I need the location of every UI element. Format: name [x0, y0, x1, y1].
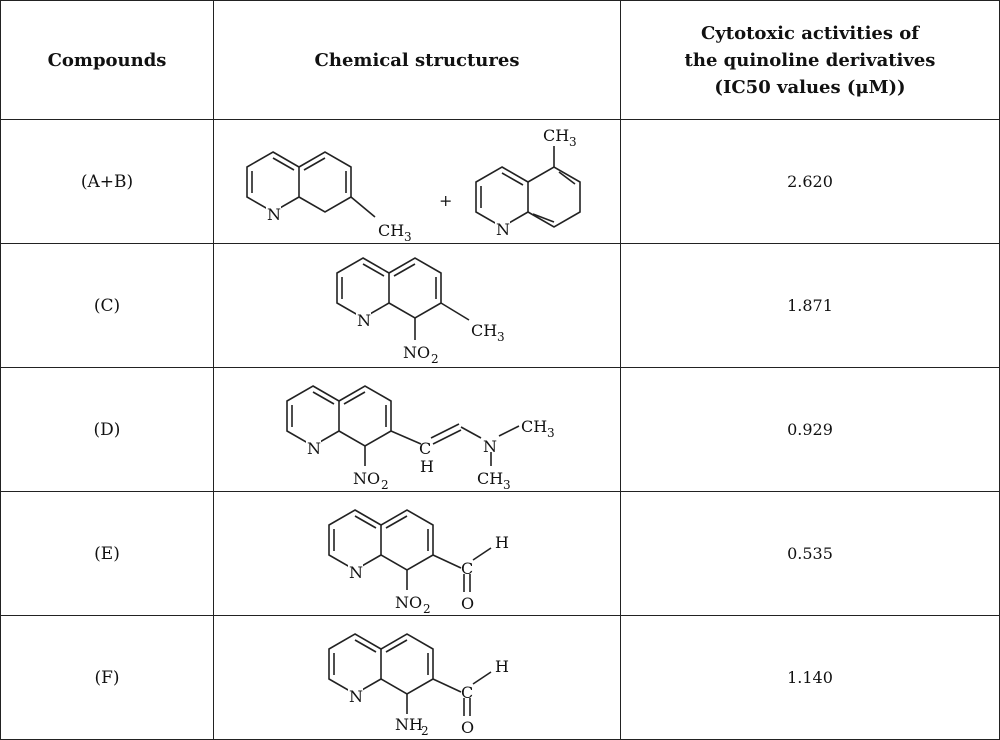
plus-sign: +: [439, 191, 452, 210]
atom-label: CH: [471, 321, 497, 340]
quinoline-5-methyl-icon: N CH 3: [475, 126, 581, 239]
header-activity-line-1: Cytotoxic activities of: [700, 22, 920, 44]
atom-label: N: [267, 205, 281, 224]
atom-subscript: 2: [381, 478, 389, 490]
atom-label: N: [357, 311, 371, 330]
atom-label: C: [419, 439, 431, 458]
table-row: (E) N C H O NO 2: [0, 491, 1000, 616]
ic50-value: 2.620: [620, 119, 1000, 244]
atom-label: C: [461, 559, 473, 578]
compound-label: (F): [0, 615, 214, 740]
atom-label: N: [307, 439, 321, 458]
atom-label: H: [495, 657, 509, 676]
atom-subscript: 2: [431, 352, 439, 366]
compound-label: (C): [0, 243, 214, 368]
atom-subscript: 2: [423, 602, 431, 614]
header-activity: Cytotoxic activities of the quinoline de…: [620, 0, 1000, 120]
atom-label: N: [349, 687, 363, 706]
quinoline-8-nitro-7-methyl-icon: N CH 3 NO 2: [336, 256, 505, 366]
atom-label: NO: [403, 343, 430, 362]
header-activity-line-2: the quinoline derivatives: [684, 49, 936, 71]
atom-subscript: 3: [547, 426, 555, 440]
atom-label: CH: [521, 417, 547, 436]
atom-label: NH: [395, 715, 423, 734]
table-row: (C) N CH 3 NO 2 1.871: [0, 243, 1000, 368]
ic50-value: 0.535: [620, 491, 1000, 616]
atom-subscript: 3: [404, 230, 412, 242]
atom-label: O: [461, 594, 474, 613]
atom-label: O: [461, 718, 474, 737]
atom-label: NO: [353, 469, 380, 488]
atom-label: CH: [477, 469, 503, 488]
atom-subscript: 3: [497, 330, 505, 344]
table-row: (F) N C H O NH 2: [0, 615, 1000, 740]
header-activity-line-3: (IC50 values (μM)): [714, 76, 906, 98]
atom-label: CH: [543, 126, 569, 145]
compound-label: (E): [0, 491, 214, 616]
atom-subscript: 2: [421, 724, 429, 738]
atom-subscript: 3: [569, 135, 577, 149]
table-row: (A+B) N CH 3 +: [0, 119, 1000, 244]
quinoline-8-amino-7-carbaldehyde-icon: N C H O NH 2: [328, 632, 509, 738]
header-row: Compounds Chemical structures Cytotoxic …: [0, 0, 1000, 120]
table-row: (D) N C H N CH: [0, 367, 1000, 492]
structure-cell: N CH 3 + N CH 3: [213, 119, 621, 244]
structure-cell: N C H O NH 2: [213, 615, 621, 740]
ic50-value: 1.140: [620, 615, 1000, 740]
atom-subscript: 3: [503, 478, 511, 490]
header-compounds: Compounds: [0, 0, 214, 120]
structure-cell: N CH 3 NO 2: [213, 243, 621, 368]
quinoline-8-nitro-7-carbaldehyde-icon: N C H O NO 2: [328, 508, 509, 614]
atom-label: N: [483, 437, 497, 456]
structure-cell: N C H N CH 3 CH 3 NO 2: [213, 367, 621, 492]
ic50-value: 1.871: [620, 243, 1000, 368]
atom-label: C: [461, 683, 473, 702]
atom-label: NO: [395, 593, 422, 612]
structure-cell: N C H O NO 2: [213, 491, 621, 616]
atom-label: N: [496, 220, 510, 239]
structure-a-b: N CH 3 + N CH 3: [246, 126, 581, 242]
atom-label: H: [420, 457, 434, 476]
ic50-value: 0.929: [620, 367, 1000, 492]
atom-label: N: [349, 563, 363, 582]
compound-label: (D): [0, 367, 214, 492]
header-structures: Chemical structures: [213, 0, 621, 120]
quinoline-7-methyl-icon: N CH 3: [246, 150, 412, 242]
atom-label: H: [495, 533, 509, 552]
atom-label: CH: [378, 221, 404, 240]
quinoline-8-nitro-7-vinylamine-icon: N C H N CH 3 CH 3 NO 2: [286, 384, 555, 490]
compound-label: (A+B): [0, 119, 214, 244]
